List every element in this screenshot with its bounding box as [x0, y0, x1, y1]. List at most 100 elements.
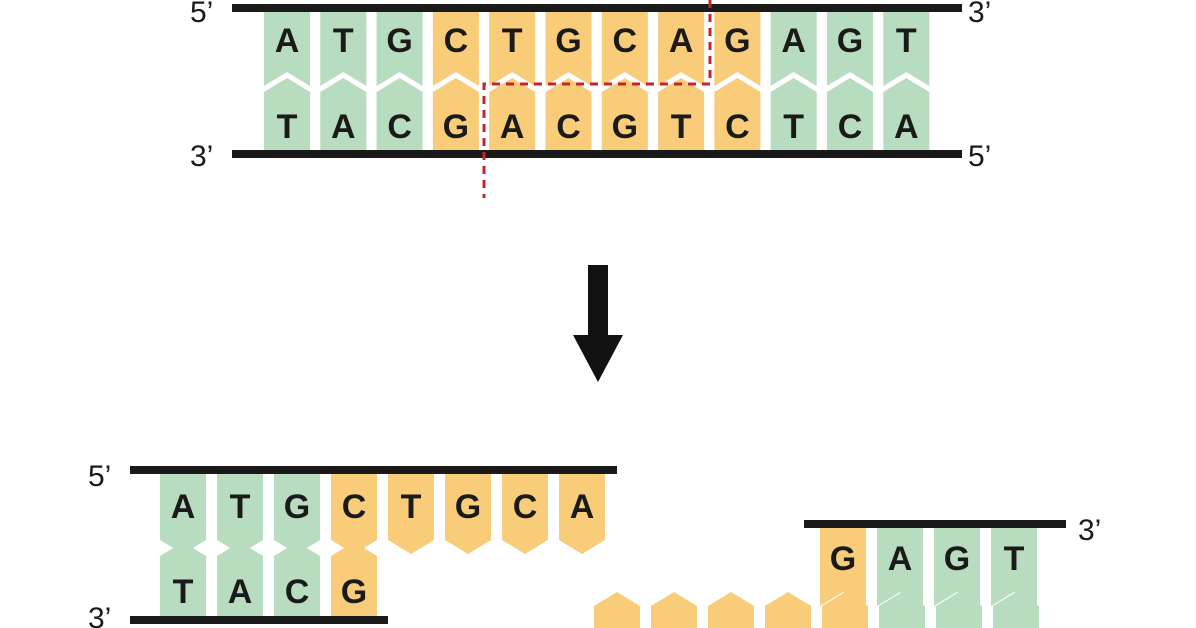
top-duplex-lower-base-1: A [331, 108, 356, 146]
top-duplex-upper-tile-5 [545, 10, 592, 86]
left-fragment-lower-tile-2 [274, 542, 320, 618]
top-duplex-lower-base-9: T [783, 108, 804, 146]
top-duplex-lower-base-5: C [556, 108, 581, 146]
left-fragment-upper-tile-6 [502, 472, 548, 554]
top-duplex-lower-right-end: 5’ [968, 140, 991, 173]
top-duplex-lower-base-0: T [277, 108, 298, 146]
left-fragment-upper-base-5: G [455, 488, 481, 526]
left-fragment-upper-base-3: C [342, 488, 367, 526]
top-duplex-lower-tile-3 [432, 78, 479, 152]
right-fragment-upper-base-1: A [888, 540, 913, 578]
top-duplex-lower-backbone [232, 150, 962, 158]
top-duplex-lower-tile-9 [770, 78, 817, 152]
top-duplex-upper-tile-3 [432, 10, 479, 86]
top-duplex-upper-tile-0 [264, 10, 310, 86]
left-fragment-lower-base-3: G [341, 573, 367, 611]
top-duplex-upper-tile-1 [320, 10, 367, 86]
right-fragment-lower-tile-5 [879, 592, 925, 628]
down-arrow-icon [573, 265, 623, 382]
top-duplex-upper-base-11: T [896, 22, 917, 60]
top-duplex-upper-tile-11 [883, 10, 930, 86]
right-fragment-upper-right-end: 3’ [1078, 514, 1101, 547]
top-duplex-upper-base-8: G [724, 22, 750, 60]
cut-site-line [482, 0, 712, 198]
right-fragment-upper-tile-3 [991, 526, 1037, 606]
left-fragment-lower-backbone [130, 616, 388, 624]
top-duplex-lower-tile-8 [714, 78, 761, 152]
left-fragment-upper-left-end: 5’ [88, 460, 111, 493]
top-duplex-lower-tile-7 [658, 78, 705, 152]
top-duplex-upper-left-end: 5’ [190, 0, 213, 29]
top-duplex-upper-base-1: T [333, 22, 354, 60]
left-fragment-upper-tile-3 [331, 472, 377, 554]
left-fragment-upper-tile-1 [217, 472, 263, 554]
right-fragment-lower-tile-2 [708, 592, 754, 628]
top-duplex-upper-base-9: A [781, 22, 806, 60]
top-duplex-lower-tile-1 [320, 78, 367, 152]
left-fragment-lower-tile-3 [331, 542, 377, 618]
top-duplex-lower-base-11: A [894, 108, 919, 146]
top-duplex-lower-tile-11 [883, 78, 930, 152]
left-fragment-upper-tile-5 [445, 472, 491, 554]
left-fragment-upper-base-7: A [570, 488, 595, 526]
left-fragment-upper-base-4: T [401, 488, 422, 526]
right-fragment-lower-tile-1 [651, 592, 697, 628]
top-duplex-upper-tile-2 [376, 10, 423, 86]
top-duplex-upper-right-end: 3’ [968, 0, 991, 29]
right-fragment-upper-backbone [804, 520, 1066, 528]
left-fragment-lower-base-0: T [173, 573, 194, 611]
top-duplex-lower-tile-2 [376, 78, 423, 152]
right-fragment-lower-tile-0 [594, 592, 640, 628]
top-duplex-upper-tile-4 [489, 10, 536, 86]
left-fragment-upper-tile-4 [388, 472, 434, 554]
top-duplex-lower-tile-5 [545, 78, 592, 152]
top-duplex-lower-base-3: G [443, 108, 469, 146]
right-fragment-lower-tile-3 [765, 592, 811, 628]
top-duplex-upper-base-0: A [275, 22, 300, 60]
left-fragment-upper-base-2: G [284, 488, 310, 526]
top-duplex-upper-base-3: C [444, 22, 469, 60]
left-fragment-lower-left-end: 3’ [88, 602, 111, 628]
top-duplex-upper-base-4: T [502, 22, 523, 60]
right-fragment-upper-base-0: G [830, 540, 856, 578]
top-duplex-lower-tile-6 [601, 78, 648, 152]
top-duplex-lower-base-7: T [671, 108, 692, 146]
top-duplex-lower-base-10: C [838, 108, 863, 146]
left-fragment-lower-base-1: A [228, 573, 253, 611]
top-duplex-upper-base-6: C [613, 22, 638, 60]
right-fragment-lower-bases [594, 592, 1039, 628]
right-fragment-lower-tile-6 [936, 592, 982, 628]
top-duplex-upper-base-2: G [386, 22, 412, 60]
left-fragment-upper-base-1: T [230, 488, 251, 526]
top-duplex-upper-tile-9 [770, 10, 817, 86]
top-duplex-lower-base-8: C [725, 108, 750, 146]
right-fragment-lower-tile-7 [993, 592, 1039, 628]
top-duplex-upper-tile-10 [827, 10, 873, 86]
left-fragment-upper-base-0: A [171, 488, 196, 526]
top-duplex-upper-tile-6 [601, 10, 648, 86]
left-fragment-upper-tile-7 [559, 472, 605, 554]
top-duplex-lower-base-6: G [612, 108, 638, 146]
left-fragment-upper-base-6: C [513, 488, 538, 526]
top-duplex-lower-base-2: C [387, 108, 412, 146]
left-fragment-upper-backbone [130, 466, 617, 474]
right-fragment-upper-tile-0 [820, 526, 866, 606]
top-duplex-lower-tile-0 [264, 78, 310, 152]
top-duplex-upper-tile-8 [714, 10, 761, 86]
top-duplex-upper-backbone [232, 4, 962, 12]
top-duplex-lower-tile-10 [827, 78, 873, 152]
right-fragment-upper-base-2: G [944, 540, 970, 578]
top-duplex-upper-base-10: G [837, 22, 863, 60]
left-fragment-upper-tile-0 [160, 472, 206, 554]
top-duplex-upper-tile-7 [658, 10, 705, 86]
top-duplex-upper-base-5: G [555, 22, 581, 60]
top-duplex-upper-base-7: A [669, 22, 694, 60]
